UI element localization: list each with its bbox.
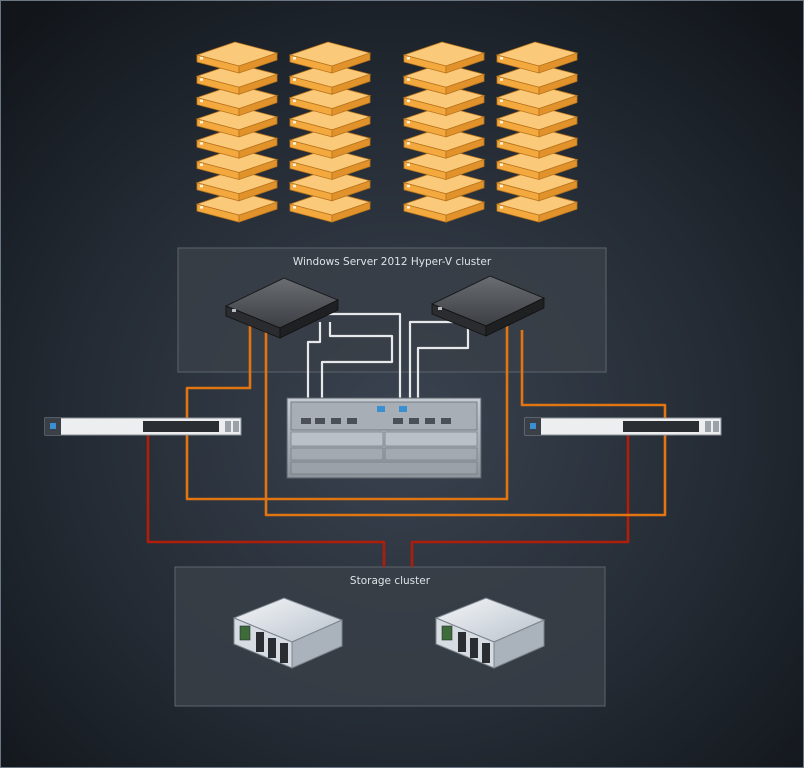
- virtual-machine-icon: [495, 84, 579, 117]
- virtual-machine-icon: [288, 148, 372, 181]
- virtual-machine-icon: [402, 190, 486, 223]
- virtual-machine-icon: [288, 41, 372, 74]
- virtual-machine-icon: [402, 41, 486, 74]
- cable-red-left: [146, 432, 386, 567]
- cable-white-1: [306, 322, 322, 430]
- cable-orange-left-host: [185, 325, 509, 501]
- network-switch-right: [524, 417, 722, 436]
- network-switch-left: [44, 417, 242, 436]
- virtual-machine-icon: [288, 169, 372, 202]
- virtual-machine-icon: [495, 41, 579, 74]
- virtual-machine-icon: [288, 84, 372, 117]
- storage-cluster-title: Storage cluster: [350, 575, 431, 587]
- virtual-machine-icon: [288, 105, 372, 138]
- virtual-machine-icon: [402, 169, 486, 202]
- virtual-machine-icon: [195, 84, 279, 117]
- virtual-machine-icon: [495, 190, 579, 223]
- hyperv-host-left: [224, 277, 340, 339]
- virtual-machine-icon: [402, 105, 486, 138]
- hyperv-cluster-title: Windows Server 2012 Hyper-V cluster: [293, 256, 492, 268]
- virtual-machine-icon: [495, 62, 579, 95]
- cable-white-2: [320, 322, 394, 430]
- virtual-machine-icon: [495, 169, 579, 202]
- virtual-machine-icon: [495, 105, 579, 138]
- vm-stack: [195, 41, 279, 223]
- core-switch-chassis: [286, 397, 482, 479]
- cables: [146, 312, 667, 567]
- vm-stack: [288, 41, 372, 223]
- cable-white-5: [408, 320, 455, 430]
- virtual-machine-icon: [195, 169, 279, 202]
- storage-server-left: [232, 597, 344, 669]
- storage-server-right: [434, 597, 546, 669]
- hyperv-host-right: [430, 275, 546, 337]
- virtual-machine-icon: [402, 126, 486, 159]
- cable-white-4: [416, 322, 470, 430]
- cable-red-right: [410, 432, 630, 567]
- virtual-machine-icon: [195, 62, 279, 95]
- virtual-machine-icon: [495, 126, 579, 159]
- virtual-machine-icon: [495, 148, 579, 181]
- virtual-machine-stacks: [195, 41, 579, 223]
- virtual-machine-icon: [195, 105, 279, 138]
- virtual-machine-icon: [402, 62, 486, 95]
- virtual-machine-icon: [195, 41, 279, 74]
- vm-stack: [402, 41, 486, 223]
- virtual-machine-icon: [288, 126, 372, 159]
- cable-orange-right-host: [264, 330, 667, 517]
- vm-stack: [495, 41, 579, 223]
- virtual-machine-icon: [288, 62, 372, 95]
